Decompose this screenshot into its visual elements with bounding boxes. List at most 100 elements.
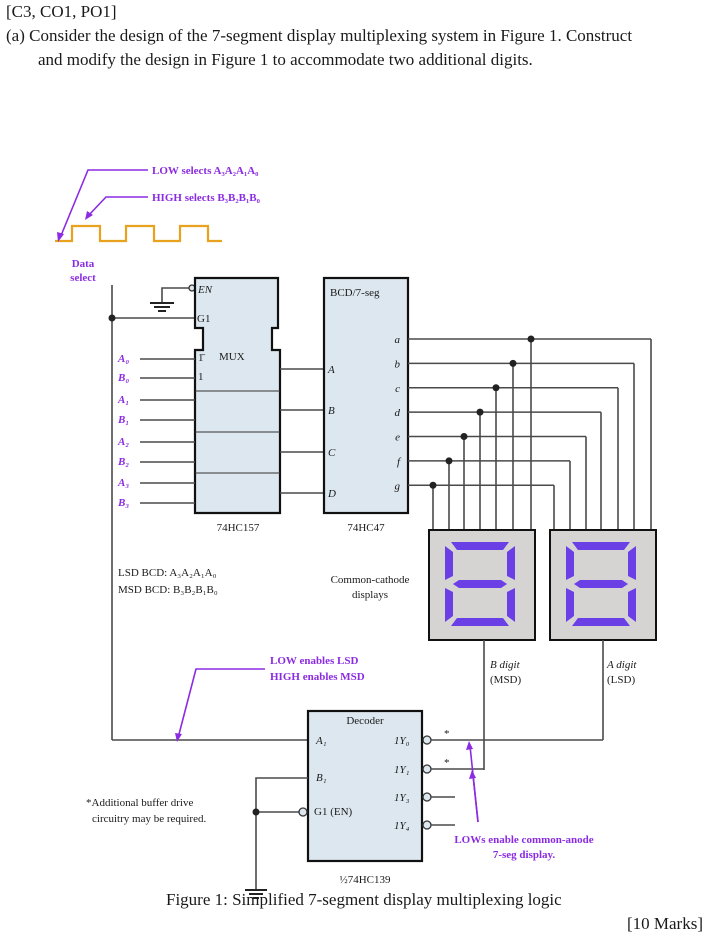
data-select-waveform (55, 224, 222, 243)
figure-caption: Figure 1: Simplified 7-segment display m… (166, 890, 562, 909)
segment-a-msd (451, 542, 509, 550)
junction-dot (108, 314, 116, 322)
segment-g-msd (453, 580, 507, 588)
common-cathode-label-2: displays (352, 589, 388, 601)
junction-dot (460, 433, 468, 440)
segment-b-msd (507, 546, 515, 580)
low-select-arrowhead (57, 232, 64, 242)
decoder-input-label: B₁ (316, 772, 327, 784)
low-select-arrow (59, 169, 148, 239)
star-mark: * (444, 728, 450, 740)
mux-input-label: A₃ (117, 477, 129, 489)
decoder-output-label: 1Y₀ (394, 735, 410, 747)
junction-dot (492, 384, 500, 392)
decoder-74hc139 (306, 709, 424, 863)
display-lsd-label-1: A digit (606, 659, 637, 671)
bcd-part-label: 74HC47 (347, 522, 385, 534)
output-bubble (422, 735, 432, 745)
question-text-line-1: (a) Consider the design of the 7-segment… (6, 26, 633, 45)
marks-label: [10 Marks] (626, 914, 703, 933)
en-bubble (298, 807, 308, 817)
mux-sel1: 1 (198, 371, 204, 383)
question-text-line-2: and modify the design in Figure 1 to acc… (38, 50, 533, 69)
segment-b-lsd (628, 546, 636, 580)
segment-a-lsd (572, 542, 630, 550)
output-bubble (422, 764, 432, 774)
decoder-output-label: 1Y₃ (394, 792, 410, 804)
mux-74hc157 (193, 276, 282, 515)
segment-e-msd (445, 588, 453, 622)
buffer-note-1: *Additional buffer drive (86, 797, 193, 809)
segment-output-label: b (395, 358, 401, 370)
bcd-input-label: D (327, 488, 336, 500)
mux-title: MUX (219, 351, 245, 363)
low-selects-label: LOW selects A₃A₂A₁A₀ (152, 165, 259, 177)
output-bubble (422, 820, 432, 830)
output-bubble (422, 792, 432, 802)
decoder-part-label: ½74HC139 (339, 874, 391, 886)
bcd-input-label: C (328, 447, 336, 459)
mux-sel0: 1̄ (198, 352, 206, 364)
lows-enable-label-1: LOWs enable common-anode (454, 834, 593, 846)
segment-output-label: e (395, 432, 400, 444)
mux-input-label: A₀ (117, 353, 129, 365)
mux-input-label: A₁ (117, 394, 129, 406)
mux-input-label: B₁ (117, 414, 129, 426)
mux-input-label: B₀ (117, 372, 129, 384)
high-select-arrowhead (85, 211, 93, 220)
bcd-input-label: A (327, 364, 335, 376)
mux-input-label: B₂ (117, 456, 129, 468)
data-select-label-2: select (70, 272, 96, 284)
segment-d-lsd (572, 618, 630, 626)
mux-g1-label: G1 (197, 313, 210, 325)
lows-enable-label-2: 7-seg display. (493, 849, 556, 861)
junction-dot (527, 335, 535, 343)
common-cathode-label-1: Common-cathode (331, 574, 410, 586)
segment-output-label: c (395, 383, 400, 395)
b1-ground-wire (255, 777, 308, 890)
segment-bus: ab cd efg (395, 334, 652, 530)
segment-c-lsd (628, 588, 636, 622)
high-enables-label: HIGH enables MSD (270, 671, 365, 683)
bcd-input-label: B (328, 405, 335, 417)
segment-c-msd (507, 588, 515, 622)
bcd-title: BCD/7-seg (330, 287, 380, 299)
mux-en-label: EN (197, 284, 213, 296)
segment-e-lsd (566, 588, 574, 622)
high-select-arrow (87, 196, 148, 217)
segment-output-label: a (395, 334, 401, 346)
segment-output-label: f (397, 456, 402, 468)
decoder-output-label: 1Y₄ (394, 820, 410, 832)
low-enables-label: LOW enables LSD (270, 655, 358, 667)
mux-part-label: 74HC157 (217, 522, 260, 534)
lsd-bcd-label: LSD BCD: A₃A₂A₁A₀ (118, 567, 217, 579)
junction-dot (509, 359, 517, 367)
high-selects-label: HIGH selects B₃B₂B₁B₀ (152, 192, 261, 204)
mux-input-label: A₂ (117, 436, 129, 448)
question-tags: [C3, CO1, PO1] (6, 2, 117, 21)
en-ground-wire (161, 287, 189, 303)
msd-bcd-label: MSD BCD: B₃B₂B₁B₀ (118, 584, 218, 596)
decoder-input-label: A₁ (315, 735, 327, 747)
star-mark: * (444, 757, 450, 769)
display-msd-label-2: (MSD) (490, 674, 522, 686)
junction-dot (429, 481, 437, 489)
decoder-title: Decoder (346, 715, 384, 727)
buffer-note-2: circuitry may be required. (92, 813, 206, 825)
segment-f-lsd (566, 546, 574, 580)
segment-output-label: d (395, 407, 401, 419)
segment-f-msd (445, 546, 453, 580)
enable-arrow (177, 668, 265, 739)
decoder-input-label: G1 (EN) (314, 806, 353, 818)
segment-g-lsd (574, 580, 628, 588)
segment-output-label: g (395, 480, 401, 492)
junction-dot (445, 457, 453, 465)
mux-inputs: A₀ B₀ A₁ B₁ A₂ B₂ A₃ B₃ (117, 353, 195, 509)
junction-dot (476, 408, 484, 416)
data-select-label-1: Data (72, 258, 95, 270)
mux-input-label: B₃ (117, 497, 129, 509)
decoder-output-label: 1Y₁ (394, 764, 410, 776)
display-lsd-label-2: (LSD) (607, 674, 635, 686)
display-msd-label-1: B digit (490, 659, 521, 671)
